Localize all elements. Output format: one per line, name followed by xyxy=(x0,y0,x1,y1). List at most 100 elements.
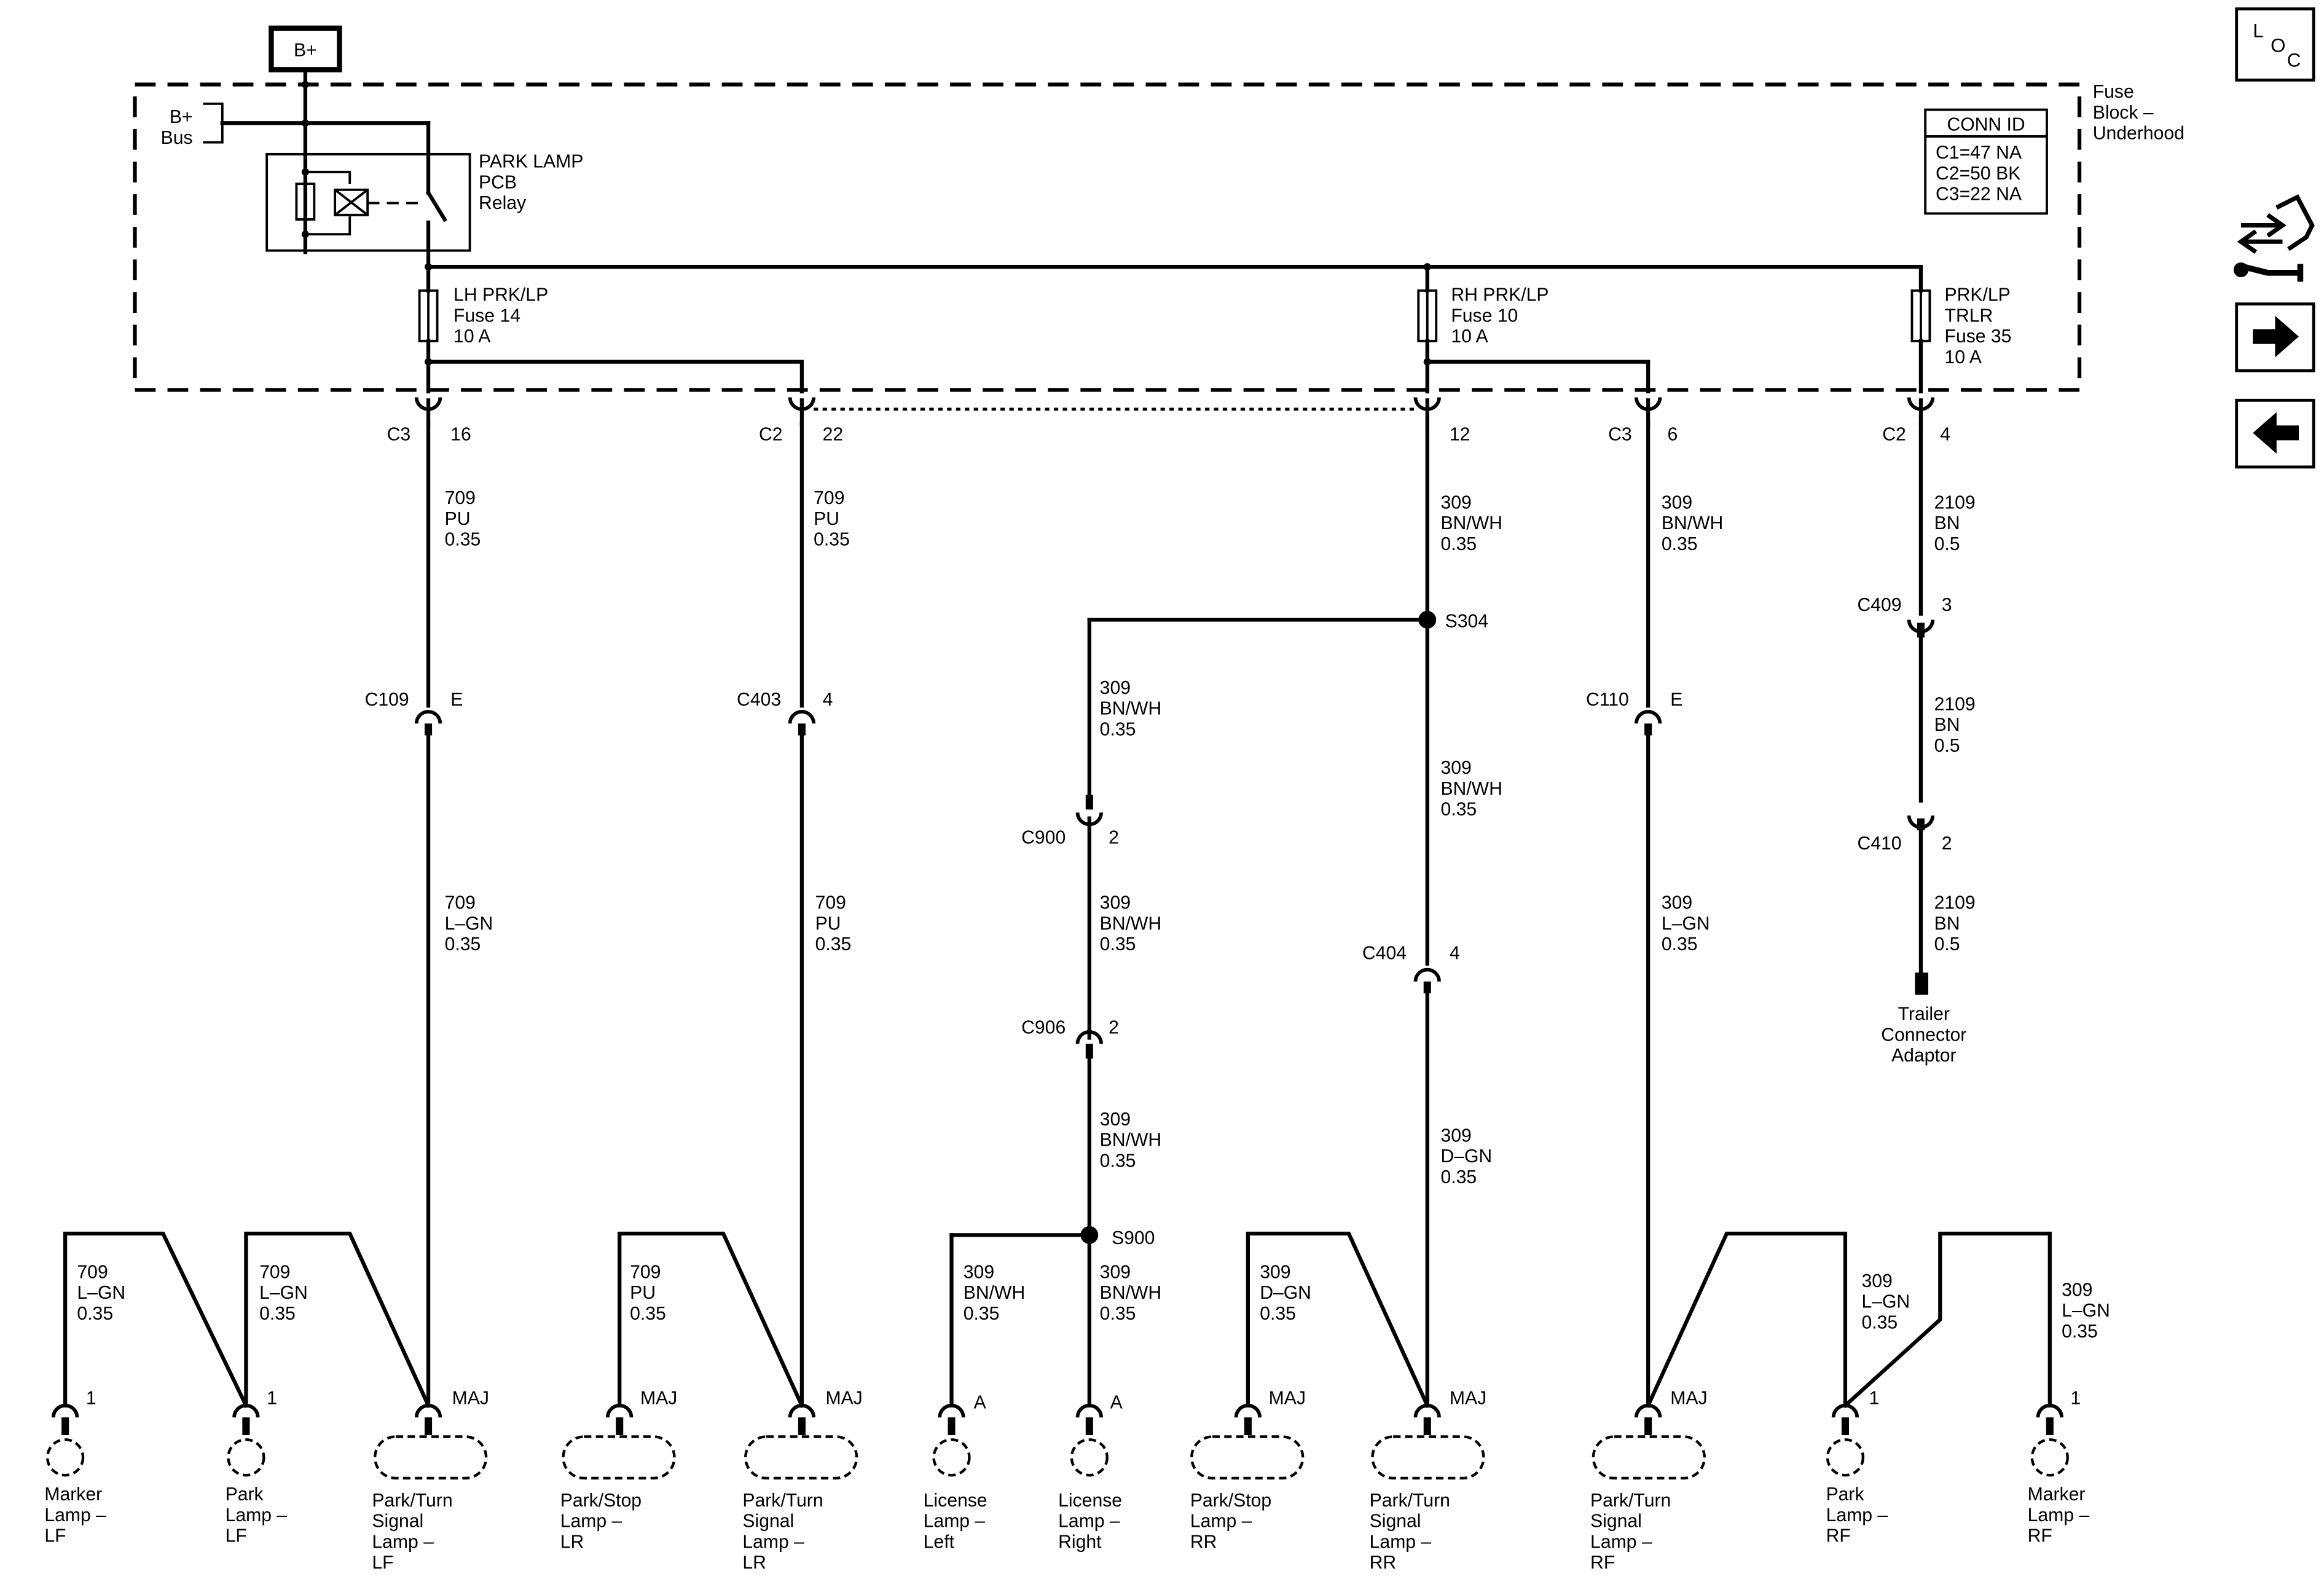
svg-text:Block –: Block – xyxy=(2093,103,2154,123)
svg-text:4: 4 xyxy=(1940,424,1950,444)
svg-text:709: 709 xyxy=(445,488,476,508)
svg-text:TRLR: TRLR xyxy=(1945,305,1993,326)
svg-text:L–GN: L–GN xyxy=(1662,913,1710,934)
svg-text:BN: BN xyxy=(1934,513,1960,534)
arrow-right-icon xyxy=(2253,315,2299,358)
svg-text:B+: B+ xyxy=(294,41,317,61)
diagnostic-button[interactable] xyxy=(2233,194,2315,282)
svg-text:309: 309 xyxy=(1100,678,1131,698)
svg-text:L–GN: L–GN xyxy=(77,1283,125,1303)
svg-text:1: 1 xyxy=(1869,1388,1880,1408)
svg-text:709: 709 xyxy=(814,488,844,508)
svg-text:Lamp –: Lamp – xyxy=(560,1511,622,1532)
svg-text:D–GN: D–GN xyxy=(1260,1283,1311,1303)
svg-text:0.5: 0.5 xyxy=(1934,736,1960,756)
svg-text:RR: RR xyxy=(1190,1532,1217,1552)
svg-text:BN: BN xyxy=(1934,913,1960,934)
lr-stop-branch xyxy=(618,1231,805,1408)
svg-text:2109: 2109 xyxy=(1934,694,1976,714)
svg-text:2: 2 xyxy=(1942,833,1952,854)
svg-text:LF: LF xyxy=(226,1526,247,1546)
svg-text:C: C xyxy=(2287,50,2301,71)
svg-text:Park/Turn: Park/Turn xyxy=(742,1490,823,1511)
svg-text:RF: RF xyxy=(1590,1553,1615,1573)
svg-text:2: 2 xyxy=(1109,828,1119,848)
location-button[interactable]: L O C xyxy=(2235,7,2315,82)
svg-text:BN/WH: BN/WH xyxy=(1440,779,1502,799)
svg-text:C3: C3 xyxy=(1608,424,1632,444)
lamp-park-turn-signal-rf: MAJ Park/Turn Signal Lamp – RF xyxy=(1590,1388,1708,1573)
b-plus-bus: B+ Bus xyxy=(161,102,431,148)
svg-text:RR: RR xyxy=(1370,1553,1397,1573)
svg-text:4: 4 xyxy=(823,690,833,710)
svg-text:LF: LF xyxy=(372,1553,393,1573)
svg-text:Lamp –: Lamp – xyxy=(742,1532,804,1552)
lamp-park-turn-signal-rr: MAJ Park/Turn Signal Lamp – RR xyxy=(1370,1388,1487,1573)
lamp-license-left: A License Lamp – Left xyxy=(924,1393,987,1553)
svg-text:0.35: 0.35 xyxy=(630,1304,666,1324)
svg-text:C404: C404 xyxy=(1362,943,1407,964)
svg-text:A: A xyxy=(974,1393,987,1413)
svg-text:0.35: 0.35 xyxy=(1662,934,1698,955)
svg-text:Marker: Marker xyxy=(2028,1484,2086,1505)
lamp-park-stop-rr: MAJ Park/Stop Lamp – RR xyxy=(1190,1388,1306,1552)
svg-text:Lamp –: Lamp – xyxy=(1058,1511,1120,1532)
svg-text:0.35: 0.35 xyxy=(2062,1321,2098,1342)
svg-text:Lamp –: Lamp – xyxy=(1590,1532,1652,1552)
svg-text:RH PRK/LP: RH PRK/LP xyxy=(1451,285,1549,305)
svg-text:MAJ: MAJ xyxy=(1269,1388,1306,1408)
svg-text:C1=47 NA: C1=47 NA xyxy=(1936,143,2022,163)
rf-marker-branch xyxy=(1842,1231,2052,1409)
lh-prk-lp-fuse: LH PRK/LP Fuse 14 10 A xyxy=(418,265,804,393)
svg-text:B+: B+ xyxy=(170,107,193,127)
svg-text:Lamp –: Lamp – xyxy=(1190,1511,1252,1532)
svg-text:Connector: Connector xyxy=(1881,1025,1966,1045)
svg-text:MAJ: MAJ xyxy=(452,1388,489,1408)
connector-c3-6: C3 6 xyxy=(1608,397,1678,444)
svg-text:Lamp –: Lamp – xyxy=(44,1505,106,1526)
svg-text:Park/Stop: Park/Stop xyxy=(1190,1490,1271,1511)
svg-text:Park/Turn: Park/Turn xyxy=(1590,1490,1671,1511)
fuse-block-underhood: Fuse Block – Underhood xyxy=(133,82,2185,392)
connector-c403: C403 4 xyxy=(737,690,833,736)
b-plus-source: B+ xyxy=(269,25,342,73)
svg-text:O: O xyxy=(2271,34,2285,56)
svg-text:BN/WH: BN/WH xyxy=(1662,513,1723,534)
svg-text:309: 309 xyxy=(1440,1125,1471,1146)
svg-text:Lamp –: Lamp – xyxy=(372,1532,434,1552)
rr-stop-branch xyxy=(1246,1231,1430,1408)
svg-text:309: 309 xyxy=(1100,893,1131,913)
lamp-park-rf: 1 Park Lamp – RF xyxy=(1826,1388,1888,1546)
svg-text:2109: 2109 xyxy=(1934,492,1976,513)
svg-text:0.35: 0.35 xyxy=(1100,934,1136,955)
svg-text:BN/WH: BN/WH xyxy=(1100,1283,1161,1303)
arrow-left-icon xyxy=(2253,412,2299,454)
svg-text:LH PRK/LP: LH PRK/LP xyxy=(453,285,548,305)
svg-text:Park: Park xyxy=(226,1484,264,1505)
svg-text:Signal: Signal xyxy=(1590,1511,1642,1532)
svg-text:C3: C3 xyxy=(387,424,411,444)
svg-text:309: 309 xyxy=(1861,1271,1892,1291)
svg-text:709: 709 xyxy=(77,1262,108,1282)
svg-text:709: 709 xyxy=(815,893,846,913)
svg-text:0.35: 0.35 xyxy=(964,1304,1000,1324)
svg-text:BN/WH: BN/WH xyxy=(1100,1130,1161,1151)
svg-text:1: 1 xyxy=(267,1388,277,1408)
svg-text:Park/Turn: Park/Turn xyxy=(372,1490,452,1511)
next-page-button[interactable] xyxy=(2235,302,2315,372)
svg-text:0.35: 0.35 xyxy=(445,934,481,955)
svg-text:0.35: 0.35 xyxy=(815,934,852,955)
svg-text:PU: PU xyxy=(815,913,841,934)
svg-text:Lamp –: Lamp – xyxy=(2028,1505,2090,1526)
svg-text:BN: BN xyxy=(1934,715,1960,735)
svg-text:0.35: 0.35 xyxy=(1100,719,1136,739)
previous-page-button[interactable] xyxy=(2235,398,2315,469)
